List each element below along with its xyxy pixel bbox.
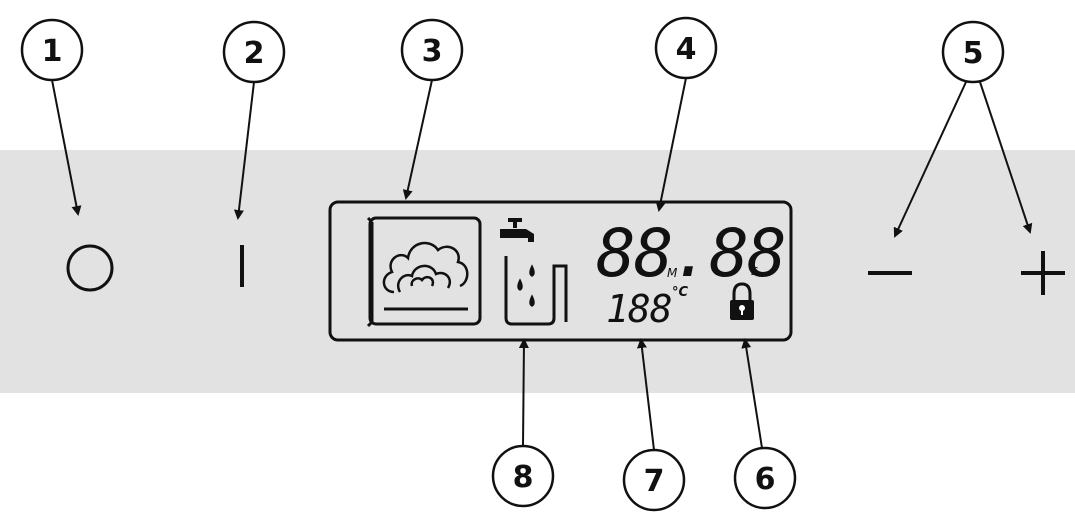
temperature-readout: 188 — [606, 287, 672, 331]
arrow-7 — [636, 338, 655, 451]
minus-button[interactable] — [868, 271, 912, 275]
arrow-4 — [655, 77, 687, 212]
callout-3: 3 — [400, 18, 464, 82]
minutes-unit: M — [667, 266, 678, 280]
callout-5: 5 — [941, 20, 1005, 84]
arrow-5-plus — [979, 81, 1033, 234]
callout-8-label: 8 — [513, 460, 534, 495]
callout-1-label: 1 — [42, 34, 63, 69]
water-tank-icon — [500, 218, 568, 326]
callout-7-label: 7 — [644, 464, 665, 499]
temperature-unit: °C — [672, 285, 689, 300]
timer-readout: 88.88 — [596, 215, 785, 292]
arrow-3 — [402, 79, 433, 200]
callout-6-label: 6 — [755, 462, 776, 497]
callout-8: 8 — [491, 444, 555, 508]
plus-icon-vertical — [1041, 251, 1045, 295]
lcd-display: 88.88 M S 188 °C — [328, 200, 793, 342]
callout-4-label: 4 — [676, 32, 697, 67]
arrow-1 — [51, 79, 82, 216]
on-button[interactable] — [240, 245, 244, 287]
callout-3-label: 3 — [422, 34, 443, 69]
arrow-8 — [518, 338, 529, 447]
callout-7: 7 — [622, 448, 686, 512]
minus-icon — [868, 271, 912, 275]
steam-oven-icon — [366, 216, 482, 328]
lcd-frame — [328, 200, 793, 342]
callout-6: 6 — [733, 446, 797, 510]
seconds-unit: S — [751, 265, 758, 278]
callout-2: 2 — [222, 20, 286, 84]
arrow-5-minus — [893, 81, 967, 238]
arrow-2 — [233, 81, 255, 220]
plus-button[interactable] — [1021, 251, 1065, 295]
off-circle-icon — [66, 244, 114, 292]
off-button[interactable] — [66, 244, 114, 292]
on-bar-icon — [240, 245, 244, 287]
callout-4: 4 — [654, 16, 718, 80]
callout-1: 1 — [20, 18, 84, 82]
lock-icon — [730, 282, 754, 320]
callout-5-label: 5 — [963, 36, 984, 71]
arrow-6 — [741, 338, 763, 449]
callout-2-label: 2 — [244, 36, 265, 71]
